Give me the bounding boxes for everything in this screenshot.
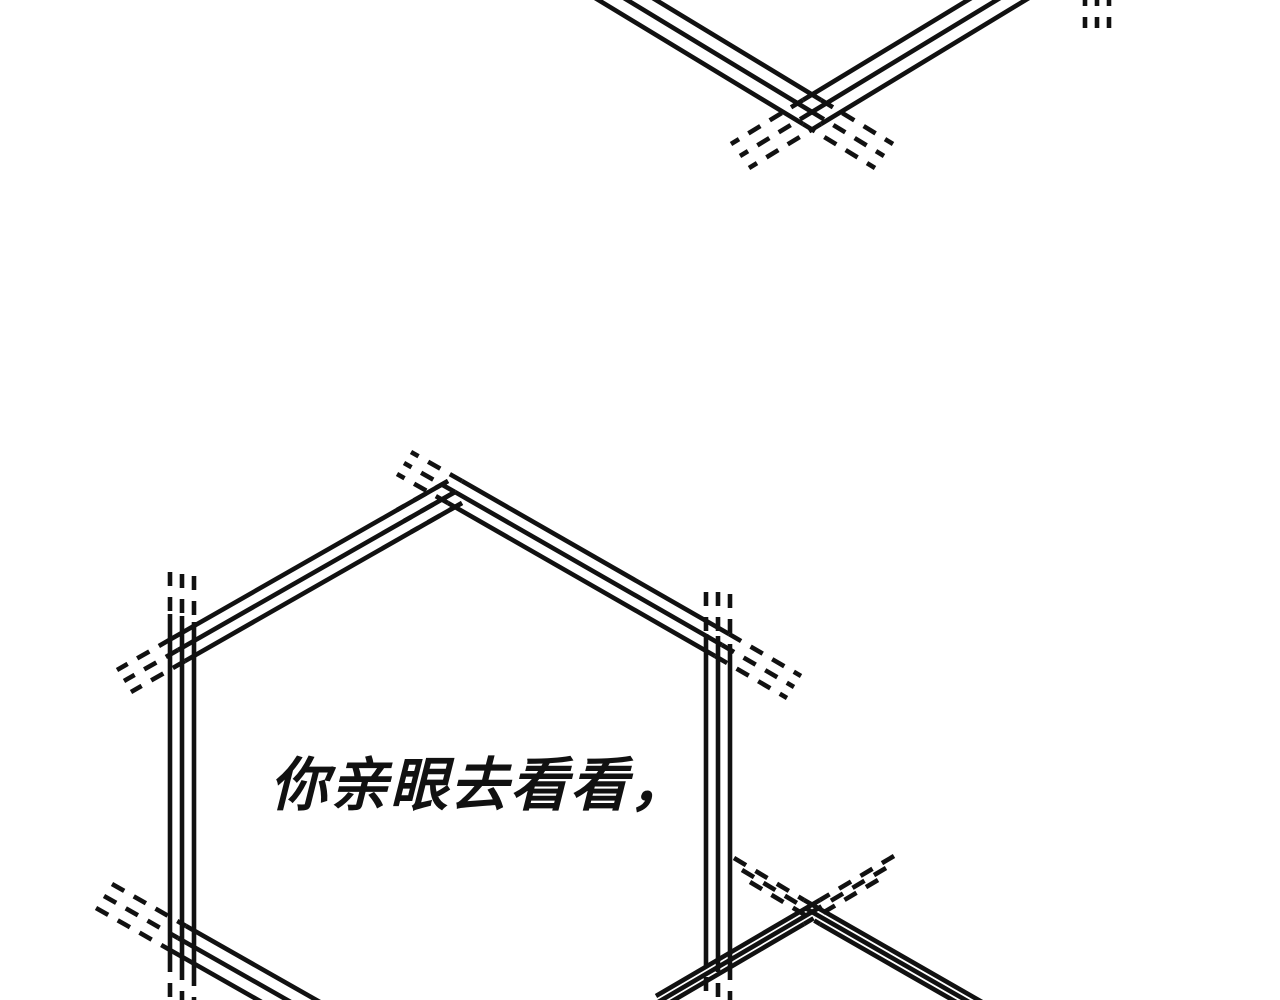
upper-valley-right-arm	[729, 0, 1031, 170]
lower-left-diagonal	[94, 881, 321, 1000]
lower-right-valley-left-arm	[654, 854, 896, 1000]
wall-right-vertical	[703, 592, 733, 1000]
lower-right-valley-right-arm	[732, 856, 984, 1000]
upper-right-vertical-stub	[1082, 0, 1112, 28]
upper-valley-left-arm	[593, 0, 895, 170]
dialogue-text: 你亲眼去看看，	[270, 751, 691, 819]
roof-right-slope	[395, 450, 803, 700]
wall-left-vertical	[167, 572, 197, 1000]
